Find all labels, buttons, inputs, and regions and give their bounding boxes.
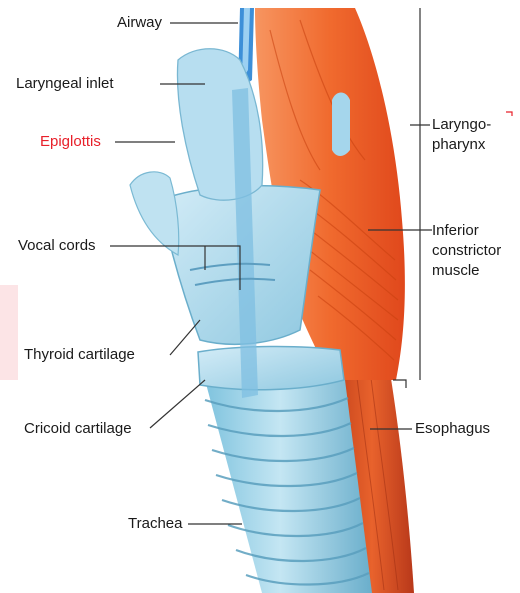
laryngeal-inlet-label: Laryngeal inlet (16, 75, 114, 93)
epiglottis-label: Epiglottis (40, 133, 101, 151)
thyroid-cartilage-label: Thyroid cartilage (24, 346, 135, 364)
inferior-constrictor-line1: Inferior (432, 221, 501, 241)
inferior-constrictor-line2: constrictor (432, 241, 501, 261)
trachea-label: Trachea (128, 515, 182, 533)
inferior-constrictor-line3: muscle (432, 261, 501, 281)
laryngopharynx-line2: pharynx (432, 135, 491, 155)
cricoid-cartilage-label: Cricoid cartilage (24, 420, 132, 438)
trachea (205, 380, 372, 593)
cricoid-shape (198, 346, 344, 389)
red-tick (506, 112, 512, 116)
esophagus-label: Esophagus (415, 420, 490, 438)
inferior-constrictor-label: Inferior constrictor muscle (432, 221, 501, 281)
edge-tint (0, 285, 18, 380)
cartilage-fold (130, 172, 179, 255)
laryngopharynx-line1: Laryngo- (432, 115, 491, 135)
pharyngeal-recess (332, 93, 350, 157)
vocal-cords-label: Vocal cords (18, 237, 96, 255)
laryngopharynx-label: Laryngo- pharynx (432, 115, 491, 155)
airway-label: Airway (117, 14, 162, 32)
